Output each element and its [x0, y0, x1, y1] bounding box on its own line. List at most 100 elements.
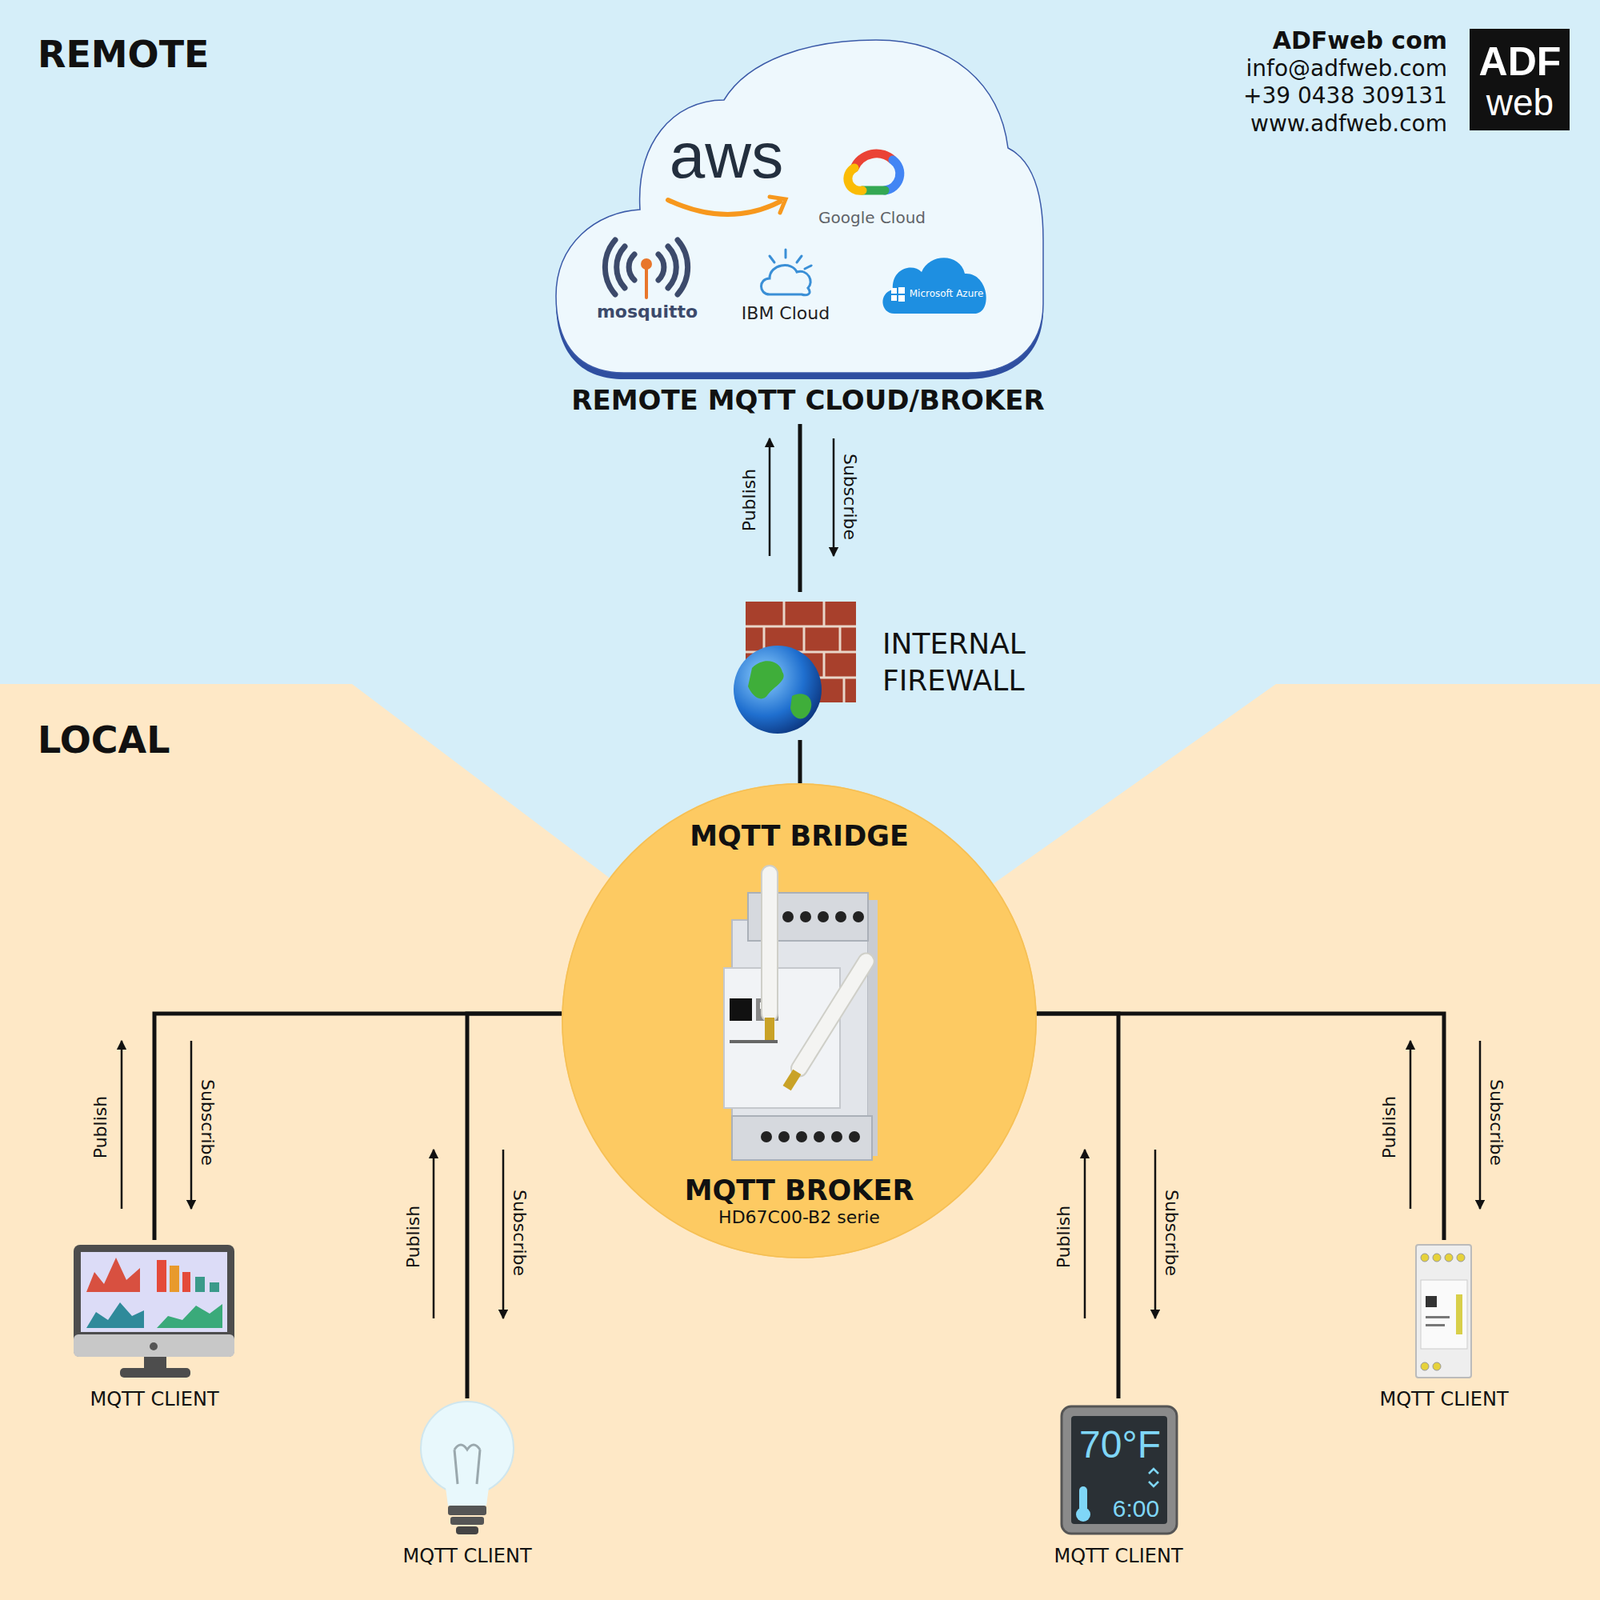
din-module-icon	[1420, 1362, 1429, 1371]
ibm-cloud-icon	[796, 256, 802, 263]
mosquitto-icon	[640, 258, 652, 270]
node-title: MQTT CLIENT	[36, 1387, 272, 1412]
region-label: LOCAL	[37, 719, 170, 762]
thermostat-icon	[1061, 1406, 1177, 1534]
gateway-device	[760, 1131, 860, 1143]
gateway-device	[800, 911, 812, 923]
cloud-fill	[556, 40, 1044, 380]
gateway-device	[778, 1131, 790, 1143]
arrow-label: Publish	[403, 1205, 424, 1268]
firewall-icon	[843, 677, 846, 703]
publish-subscribe-arrows	[190, 1040, 193, 1209]
din-module-icon	[1416, 1244, 1472, 1378]
connector-line	[1036, 1013, 1119, 1399]
gateway-device	[835, 911, 847, 923]
firewall-icon	[839, 626, 842, 652]
din-module-icon	[1432, 1362, 1441, 1371]
mosquitto-icon	[616, 246, 625, 288]
provider-logo: IBM Cloud	[741, 303, 830, 324]
din-module-icon	[1425, 1324, 1445, 1327]
contact-email: info@adfweb.com	[1246, 56, 1448, 82]
logo-text: web	[1486, 81, 1554, 124]
node-title: MQTT CLIENT	[1000, 1544, 1236, 1568]
gateway-device	[831, 1131, 843, 1143]
arrow-label: Publish	[1379, 1096, 1400, 1159]
gateway-device	[796, 1131, 808, 1143]
node-title: MQTT BRIDGE	[561, 816, 1037, 856]
monitor-icon	[120, 1368, 191, 1378]
ibm-cloud-icon	[769, 256, 775, 263]
aws-smile	[769, 196, 786, 213]
provider-logo: mosquitto	[596, 301, 698, 322]
display-reading: 6:00	[1112, 1495, 1160, 1524]
light-bulb-icon	[448, 1505, 487, 1516]
thermostat-icon	[1148, 1468, 1159, 1487]
client-node: MQTT CLIENT	[1326, 1240, 1562, 1415]
monitor-icon	[73, 1244, 235, 1357]
monitor-icon	[169, 1265, 180, 1292]
aws-smile	[668, 196, 786, 215]
cloud-fill	[556, 40, 1044, 373]
gateway-device	[729, 1040, 778, 1044]
monitor-icon	[156, 1304, 223, 1328]
gateway-device	[848, 1131, 860, 1143]
monitor-icon	[156, 1260, 167, 1292]
arrow-label: Subscribe	[1160, 1189, 1181, 1276]
firewall-icon	[790, 693, 812, 719]
light-bulb-icon	[450, 1516, 484, 1525]
azure-icon	[882, 257, 986, 314]
publish-subscribe-arrows	[502, 1149, 505, 1319]
node-title: MQTT CLIENT	[349, 1544, 585, 1568]
monitor-icon	[144, 1356, 167, 1370]
ibm-cloud-icon	[804, 265, 812, 269]
firewall-icon	[733, 601, 856, 734]
arrow-label: Publish	[90, 1096, 111, 1159]
light-bulb-icon	[456, 1526, 479, 1535]
gateway-device	[724, 865, 878, 1160]
firewall-icon	[748, 660, 784, 699]
mosquitto-icon	[604, 240, 688, 298]
cloud-outline	[552, 40, 1064, 424]
provider-logo: aws	[669, 119, 784, 193]
gateway-device	[760, 1131, 772, 1143]
circle-outline	[562, 784, 1036, 1258]
din-module-icon	[1425, 1296, 1437, 1308]
din-module-icon	[1416, 1244, 1472, 1378]
mosquitto-icon	[644, 267, 648, 298]
monitor-icon	[156, 1260, 191, 1292]
gateway-device	[788, 950, 877, 1080]
monitor-icon	[169, 1265, 180, 1292]
thermostat-icon	[1061, 1406, 1177, 1534]
bridge-circle-fill	[561, 783, 1037, 1259]
monitor-icon	[80, 1252, 228, 1332]
light-bulb-icon	[420, 1401, 514, 1495]
publish-subscribe-arrows	[1154, 1149, 1157, 1319]
monitor-icon	[182, 1272, 191, 1292]
cloud-outline	[556, 40, 1044, 373]
node-title: INTERNAL FIREWALL	[882, 625, 1026, 700]
arrow-label: Subscribe	[1485, 1079, 1506, 1166]
firewall-icon	[733, 645, 822, 734]
mosquitto-icon	[658, 254, 664, 280]
adfweb-logo-box	[1469, 28, 1570, 131]
logo-text: ADF	[1479, 39, 1562, 86]
mosquitto-icon	[604, 240, 616, 295]
google-cloud-icon	[848, 153, 900, 191]
connector-line	[1036, 1013, 1444, 1240]
ibm-cloud-icon	[784, 249, 788, 258]
google-cloud-icon	[854, 153, 893, 168]
din-module-icon	[1420, 1280, 1468, 1349]
firewall-icon	[783, 601, 786, 627]
gateway-device	[729, 998, 752, 1021]
gateway-device	[780, 950, 877, 1093]
monitor-icon	[195, 1276, 205, 1292]
node-title: MQTT CLIENT	[1326, 1387, 1562, 1412]
azure-icon	[898, 287, 905, 294]
publish-subscribe-arrows	[1084, 1149, 1087, 1319]
azure-icon	[891, 288, 897, 294]
thermostat-icon	[1071, 1416, 1168, 1524]
